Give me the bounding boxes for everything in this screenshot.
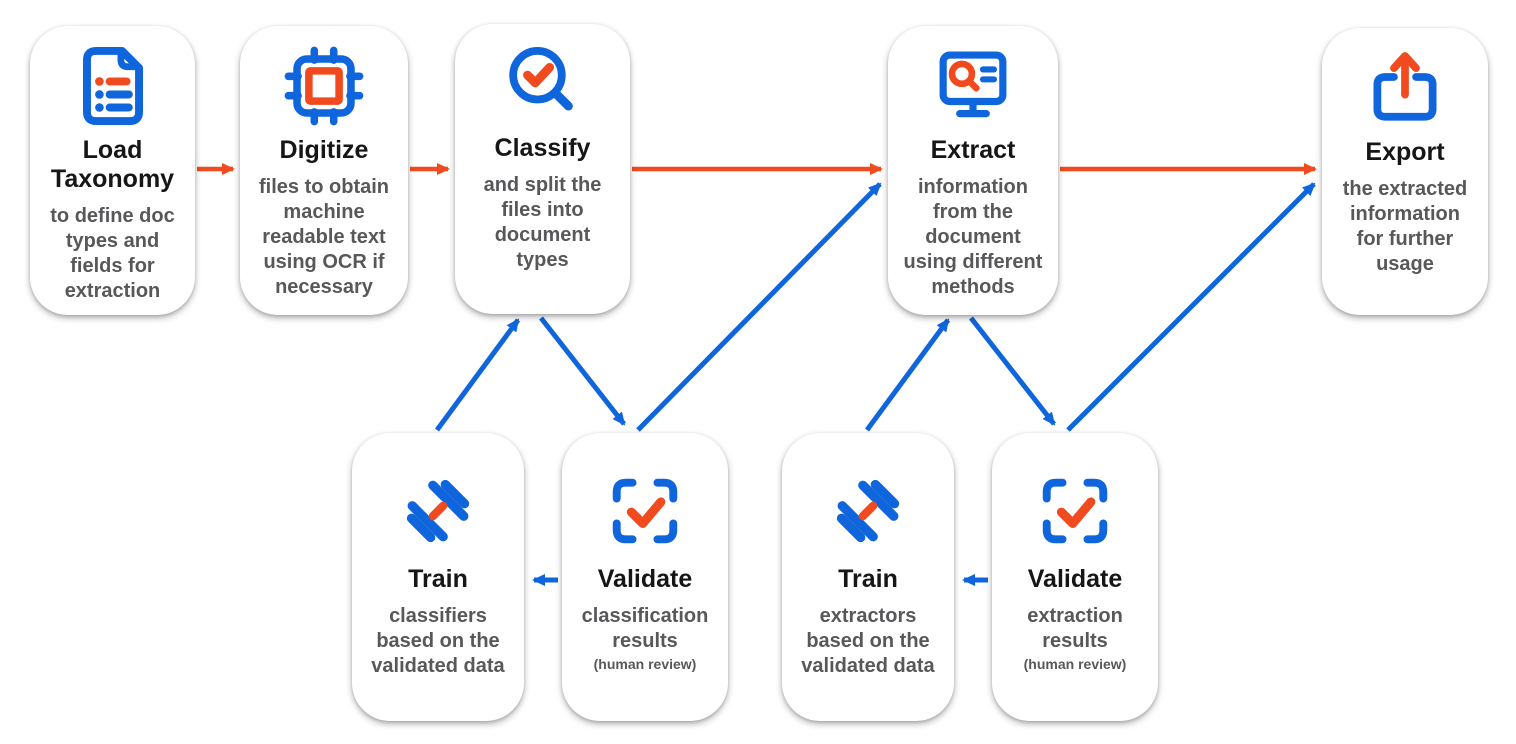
node-note: (human review) [1023, 656, 1127, 672]
icon-box [1363, 40, 1447, 136]
node-note: (human review) [593, 656, 697, 672]
node-classify: Classify and split the files into docume… [455, 24, 630, 314]
node-train-extractors: Train extractors based on the validated … [782, 433, 954, 721]
icon-box [386, 459, 490, 563]
node-title: Train [838, 565, 898, 593]
node-title: Export [1365, 138, 1445, 166]
node-title: Digitize [279, 136, 369, 164]
icon-box [602, 459, 688, 563]
node-description: the extracted information for further us… [1342, 178, 1468, 275]
document-list-icon [82, 46, 143, 126]
edge-extract-to-validate-extraction [969, 316, 1056, 426]
node-export: Export the extracted information for fur… [1322, 28, 1488, 315]
cpu-chip-icon [284, 46, 364, 126]
node-title: Load Taxonomy [50, 136, 175, 193]
node-title: Classify [494, 134, 591, 162]
edge-train-extractors-to-extract [864, 318, 951, 432]
node-title: Extract [930, 136, 1016, 164]
validate-frame-icon [612, 478, 678, 544]
node-description: extraction results [1027, 605, 1123, 652]
edge-validate-extraction-to-export [1066, 182, 1316, 432]
magnifier-check-icon [508, 46, 573, 111]
node-description: classification results [581, 605, 709, 652]
node-description: and split the files into document types [483, 174, 602, 271]
node-extract: Extract information from the document us… [888, 26, 1058, 315]
node-title: Validate [597, 565, 693, 593]
icon-box [70, 38, 156, 134]
node-title: Validate [1027, 565, 1123, 593]
validate-frame-icon [1042, 478, 1108, 544]
node-validate-classification: Validate classification results (human r… [562, 433, 728, 721]
export-arrow-icon [1373, 52, 1437, 121]
icon-box [501, 36, 585, 132]
node-validate-extraction: Validate extraction results (human revie… [992, 433, 1158, 721]
node-description: files to obtain machine readable text us… [259, 176, 389, 298]
dumbbell-icon [836, 479, 900, 543]
node-description: information from the document using diff… [903, 176, 1043, 298]
node-digitize: Digitize files to obtain machine readabl… [240, 26, 408, 315]
edge-validate-classification-to-extract [636, 182, 882, 432]
node-description: extractors based on the validated data [801, 605, 935, 677]
node-description: classifiers based on the validated data [371, 605, 505, 677]
node-description: to define doc types and fields for extra… [50, 205, 175, 302]
icon-box [283, 38, 365, 134]
monitor-search-icon [939, 51, 1007, 118]
node-title: Train [408, 565, 468, 593]
edge-classify-to-validate-classification [539, 316, 626, 426]
edge-train-classifiers-to-classify [434, 318, 521, 432]
icon-box [931, 38, 1015, 134]
icon-box [1032, 459, 1118, 563]
icon-box [816, 459, 920, 563]
dumbbell-icon [406, 479, 470, 543]
node-train-classifiers: Train classifiers based on the validated… [352, 433, 524, 721]
node-load-taxonomy: Load Taxonomy to define doc types and fi… [30, 26, 195, 315]
